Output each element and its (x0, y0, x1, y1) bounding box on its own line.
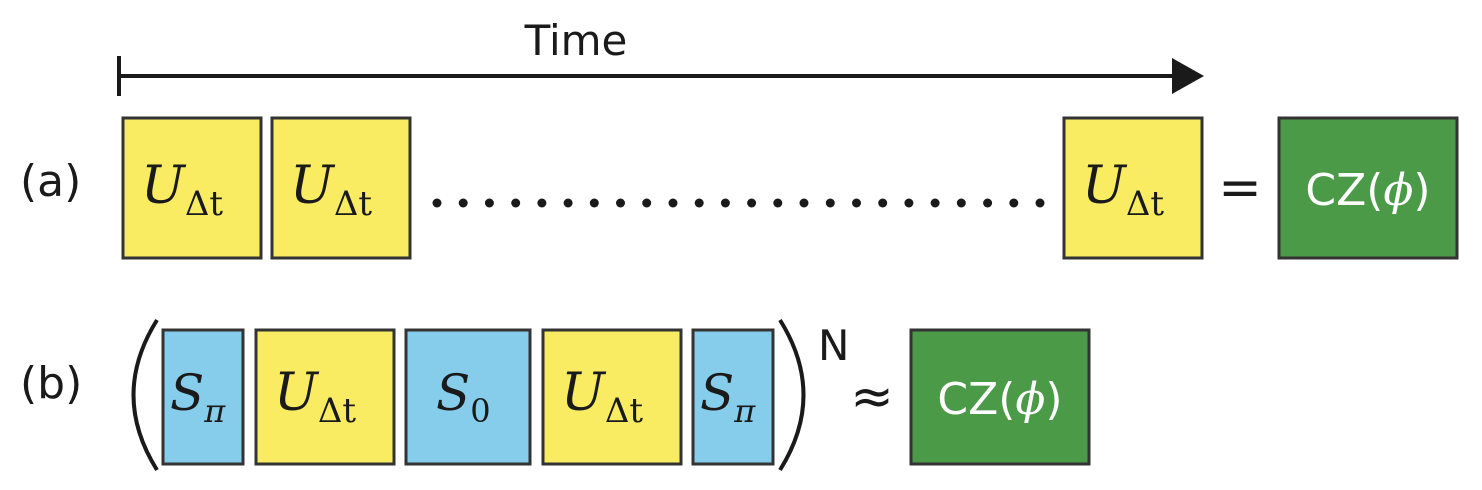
panel-a-gate-u-last: UΔt (1062, 116, 1204, 260)
ellipsis-dot (589, 198, 599, 208)
cz-prefix: CZ( (1305, 165, 1383, 216)
svg-text:Sπ: Sπ (700, 364, 756, 430)
gate-symbol: U (274, 363, 320, 423)
panel-a-gate-u-1: UΔt (121, 116, 263, 260)
svg-text:UΔt: UΔt (1082, 156, 1164, 224)
ellipsis-dot (537, 198, 547, 208)
ellipsis-dot (458, 198, 468, 208)
svg-text:UΔt: UΔt (561, 363, 643, 431)
gate-symbol: S (700, 364, 734, 422)
repeat-ellipsis (432, 198, 1045, 208)
gate-subscript: Δt (605, 391, 644, 431)
cz-suffix: ) (1413, 165, 1430, 216)
ellipsis-dot (983, 198, 993, 208)
ellipsis-dot (511, 198, 521, 208)
panel-b-label: (b) (20, 358, 82, 409)
svg-text:CZ(ϕ): CZ(ϕ) (1305, 165, 1430, 216)
gate-subscript: 0 (470, 392, 490, 430)
ellipsis-dot (432, 198, 442, 208)
ellipsis-dot (956, 198, 966, 208)
gate-subscript: Δt (318, 391, 357, 431)
panel-b-gate-s-pi-2: Sπ (691, 328, 775, 466)
svg-text:UΔt: UΔt (141, 156, 223, 224)
panel-a-cz-gate: CZ(ϕ) (1277, 116, 1459, 260)
ellipsis-dot (930, 198, 940, 208)
cz-phi: ϕ (1015, 374, 1045, 425)
ellipsis-dot (799, 198, 809, 208)
cz-prefix: CZ( (937, 374, 1015, 425)
approx-sign: ≈ (850, 367, 894, 427)
ellipsis-dot (484, 198, 494, 208)
panel-b-gate-s-pi-1: Sπ (161, 328, 245, 466)
right-parenthesis (778, 318, 806, 472)
ellipsis-dot (616, 198, 625, 208)
panel-b-gate-u-2: UΔt (541, 328, 683, 466)
gate-symbol: U (290, 156, 336, 216)
panel-b-cz-gate: CZ(ϕ) (909, 328, 1091, 466)
svg-text:UΔt: UΔt (290, 156, 372, 224)
gate-subscript: Δt (185, 184, 224, 224)
panel-b-gate-u-1: UΔt (254, 328, 396, 466)
ellipsis-dot (1035, 198, 1045, 208)
gate-symbol: U (141, 156, 187, 216)
left-parenthesis (131, 318, 159, 472)
svg-text:CZ(ϕ): CZ(ϕ) (937, 374, 1062, 425)
ellipsis-dot (668, 198, 678, 208)
gate-symbol: S (170, 364, 204, 422)
ellipsis-dot (825, 198, 835, 208)
cz-suffix: ) (1045, 374, 1062, 425)
ellipsis-dot (852, 198, 861, 208)
time-arrow (117, 56, 1204, 96)
gate-symbol: U (1082, 156, 1128, 216)
svg-text:Sπ: Sπ (170, 364, 226, 430)
gate-subscript: Δt (1126, 184, 1165, 224)
ellipsis-dot (904, 198, 914, 208)
svg-text:UΔt: UΔt (274, 363, 356, 431)
ellipsis-dot (642, 198, 652, 208)
svg-text:S0: S0 (436, 364, 491, 430)
ellipsis-dot (773, 198, 783, 208)
ellipsis-dot (694, 198, 704, 208)
gate-symbol: U (561, 363, 607, 423)
gate-subscript: π (203, 392, 226, 430)
ellipsis-dot (878, 198, 888, 208)
ellipsis-dot (720, 198, 730, 208)
equals-sign: = (1218, 158, 1262, 218)
ellipsis-dot (747, 198, 757, 208)
gate-symbol: S (436, 364, 470, 422)
panel-a-gate-u-2: UΔt (270, 116, 412, 260)
cz-phi: ϕ (1383, 165, 1413, 216)
gate-subscript: π (733, 392, 756, 430)
ellipsis-dot (563, 198, 573, 208)
time-label: Time (524, 16, 628, 65)
panel-b-gate-s-0: S0 (404, 328, 532, 466)
ellipsis-dot (1009, 198, 1019, 208)
gate-subscript: Δt (334, 184, 373, 224)
repetition-exponent: N (818, 321, 849, 370)
panel-a-label: (a) (20, 156, 81, 207)
